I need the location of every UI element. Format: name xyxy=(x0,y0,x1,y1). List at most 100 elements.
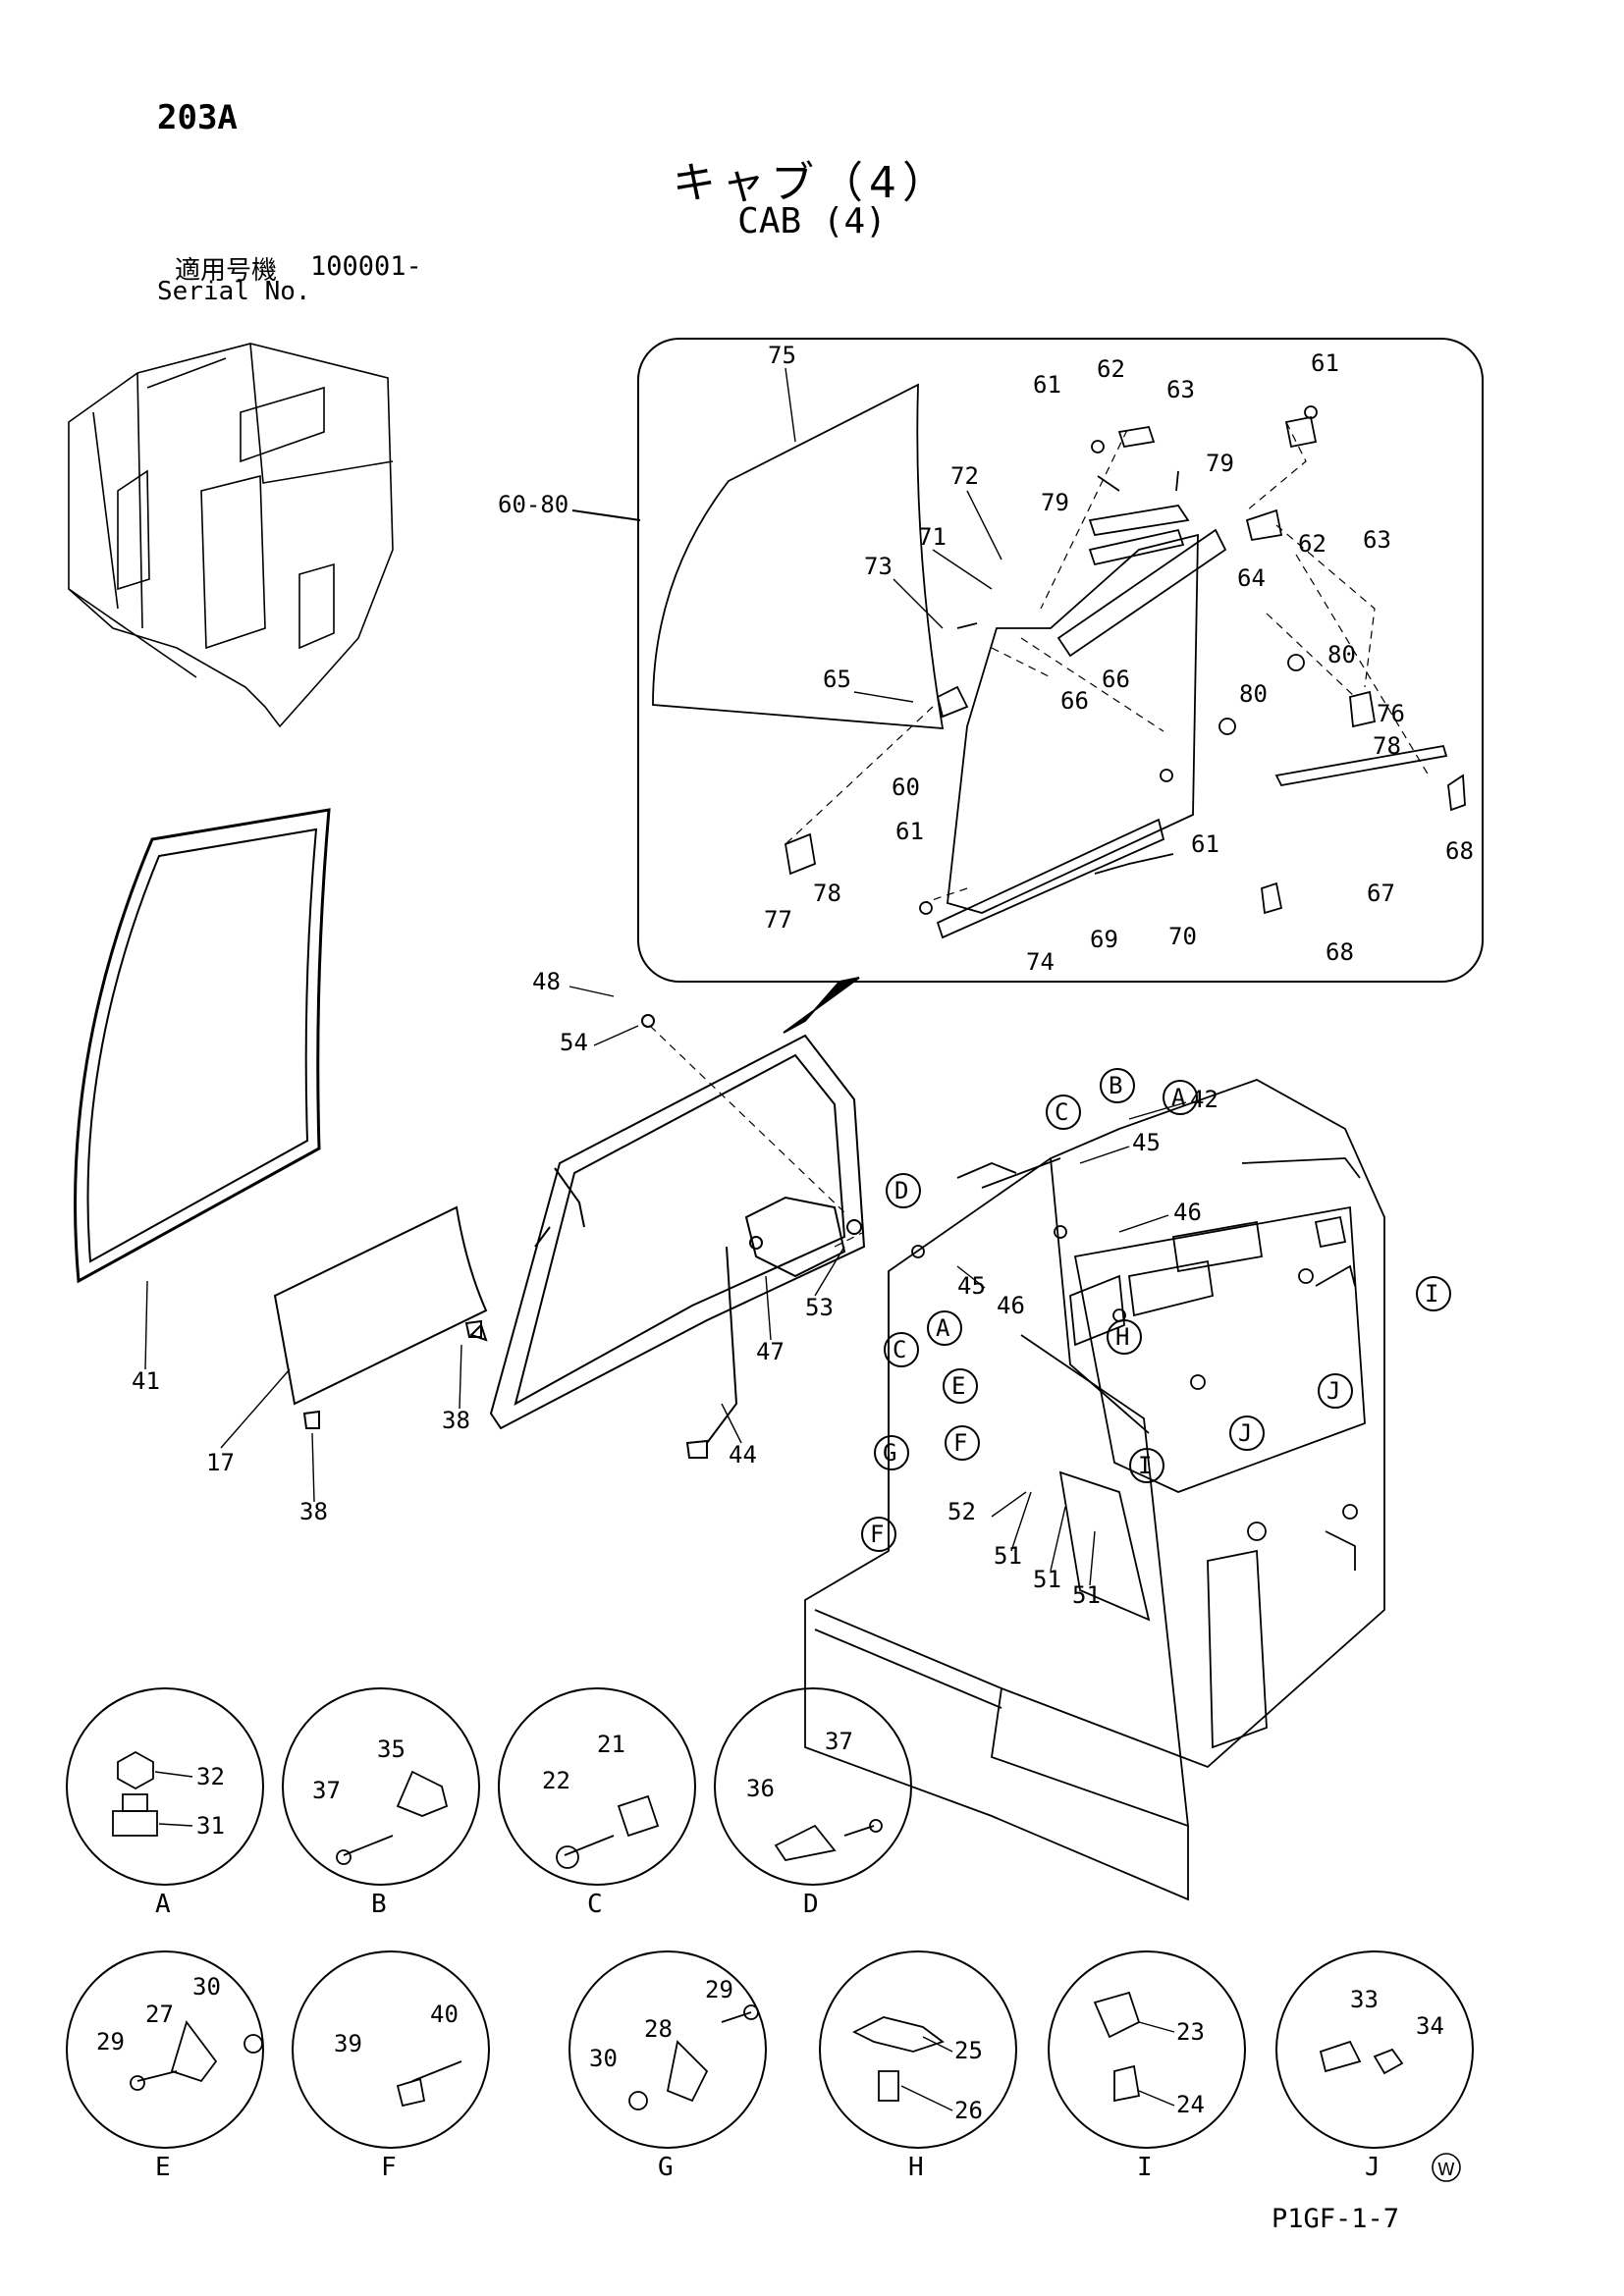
callout-61-c: 61 xyxy=(895,818,924,845)
callout-61-d: 61 xyxy=(1191,830,1219,858)
main-dashed-leaders xyxy=(649,1025,865,1248)
detail-letter-I: I xyxy=(1137,2153,1153,2182)
detail-circle-B xyxy=(282,1687,480,1886)
detail-circle-J xyxy=(1275,1950,1474,2149)
callout-38-a: 38 xyxy=(442,1407,470,1434)
callout-63-b: 63 xyxy=(1363,526,1391,554)
callout-76: 76 xyxy=(1377,700,1405,727)
detail-H-26: 26 xyxy=(954,2097,983,2124)
detail-circles xyxy=(66,1687,1474,2149)
callout-68-b: 68 xyxy=(1326,938,1354,966)
callout-leaders xyxy=(144,367,1187,2111)
callout-60: 60 xyxy=(892,774,920,801)
svg-text:W: W xyxy=(1437,2160,1455,2180)
detail-letter-G: G xyxy=(658,2153,674,2182)
callout-51-a: 51 xyxy=(994,1542,1022,1570)
detail-circle-I xyxy=(1048,1950,1246,2149)
detail-E-27: 27 xyxy=(145,2001,174,2028)
door-frame-inset xyxy=(947,533,1199,914)
door-seal xyxy=(74,808,331,1284)
detail-I-23: 23 xyxy=(1176,2018,1205,2046)
detail-parts xyxy=(112,1750,1404,2110)
detail-B-37: 37 xyxy=(312,1777,341,1804)
detail-J-33: 33 xyxy=(1350,1986,1379,2013)
detail-C-21: 21 xyxy=(597,1731,625,1758)
detail-C-22: 22 xyxy=(542,1767,570,1794)
detail-letter-B: B xyxy=(371,1890,387,1919)
callout-46-b: 46 xyxy=(997,1292,1025,1319)
detail-G-29: 29 xyxy=(705,1976,733,2003)
reference-circles: A B C D A C E F G F H I I J J xyxy=(861,1068,1451,1552)
callout-66-a: 66 xyxy=(1060,687,1089,715)
detail-letter-A: A xyxy=(155,1890,171,1919)
detail-E-30: 30 xyxy=(192,1973,221,2001)
detail-G-28: 28 xyxy=(644,2015,673,2043)
callout-75: 75 xyxy=(768,342,796,369)
detail-E-29: 29 xyxy=(96,2028,125,2056)
inset-frame xyxy=(637,338,1484,983)
ref-circle-I1: I xyxy=(1425,1280,1438,1308)
callout-63-a: 63 xyxy=(1166,376,1195,403)
callout-54: 54 xyxy=(560,1029,588,1056)
detail-I-24: 24 xyxy=(1176,2091,1205,2118)
detail-J-34: 34 xyxy=(1416,2012,1444,2040)
title-japanese: キャブ（4） xyxy=(673,158,951,208)
callout-80-a: 80 xyxy=(1327,641,1356,668)
ref-circle-I2: I xyxy=(1138,1452,1152,1479)
inset-range-leader xyxy=(571,509,641,521)
ref-circle-A1: A xyxy=(1171,1084,1186,1111)
callout-68-a: 68 xyxy=(1445,837,1474,865)
detail-circle-C xyxy=(498,1687,696,1886)
callout-70: 70 xyxy=(1168,923,1197,950)
detail-H-25: 25 xyxy=(954,2037,983,2064)
cab-thumbnail xyxy=(68,343,394,728)
callout-51-b: 51 xyxy=(1033,1566,1061,1593)
ref-circle-B1: B xyxy=(1109,1072,1122,1099)
ref-circle-C1: C xyxy=(1055,1098,1068,1126)
ref-circle-A2: A xyxy=(936,1314,950,1342)
door-frame-main xyxy=(302,1014,866,1459)
callout-51-c: 51 xyxy=(1072,1581,1101,1609)
detail-F-39: 39 xyxy=(334,2030,362,2057)
callout-44: 44 xyxy=(729,1441,757,1468)
callout-labels: 75 72 71 73 65 61 62 63 79 79 61 62 63 6… xyxy=(96,342,1474,2182)
detail-circle-E xyxy=(66,1950,264,2149)
document-code: P1GF-1-7 xyxy=(1272,2204,1400,2234)
callout-79-a: 79 xyxy=(1206,450,1234,477)
rail-74 xyxy=(936,818,1165,939)
callout-38-b: 38 xyxy=(299,1498,328,1525)
callout-52: 52 xyxy=(947,1498,976,1525)
callout-65: 65 xyxy=(823,666,851,693)
detail-F-40: 40 xyxy=(430,2001,459,2028)
ref-circle-G: G xyxy=(883,1439,896,1467)
callout-45-a: 45 xyxy=(1132,1129,1161,1156)
detail-letter-F: F xyxy=(381,2153,397,2182)
callout-72: 72 xyxy=(950,462,979,490)
ref-circle-J2: J xyxy=(1238,1419,1252,1447)
detail-circle-D xyxy=(714,1687,912,1886)
detail-B-35: 35 xyxy=(377,1735,406,1763)
serial-label-japanese: 適用号機 xyxy=(175,256,278,286)
detail-circle-A xyxy=(66,1687,264,1886)
detail-letter-J: J xyxy=(1365,2153,1380,2182)
page-code: 203A xyxy=(157,98,238,137)
callout-46-a: 46 xyxy=(1173,1199,1202,1226)
callout-62-b: 62 xyxy=(1298,530,1326,558)
detail-G-30: 30 xyxy=(589,2045,618,2072)
ref-circle-E: E xyxy=(951,1372,965,1400)
inset-pointer xyxy=(783,977,860,1034)
door-glass-upper xyxy=(652,383,945,729)
ref-circle-D1: D xyxy=(894,1177,908,1204)
ref-circle-F1: F xyxy=(953,1429,967,1457)
detail-letter-C: C xyxy=(587,1890,603,1919)
callout-73: 73 xyxy=(864,553,893,580)
watermark-mark: W xyxy=(1432,2153,1461,2182)
cab-main-body xyxy=(804,1079,1385,1901)
callout-69: 69 xyxy=(1090,926,1118,953)
title-english: CAB (4) xyxy=(737,201,887,241)
detail-letter-H: H xyxy=(908,2153,924,2182)
callout-61-b: 61 xyxy=(1311,349,1339,377)
callout-64: 64 xyxy=(1237,564,1266,592)
detail-D-37: 37 xyxy=(825,1728,853,1755)
callout-77: 77 xyxy=(764,906,792,934)
